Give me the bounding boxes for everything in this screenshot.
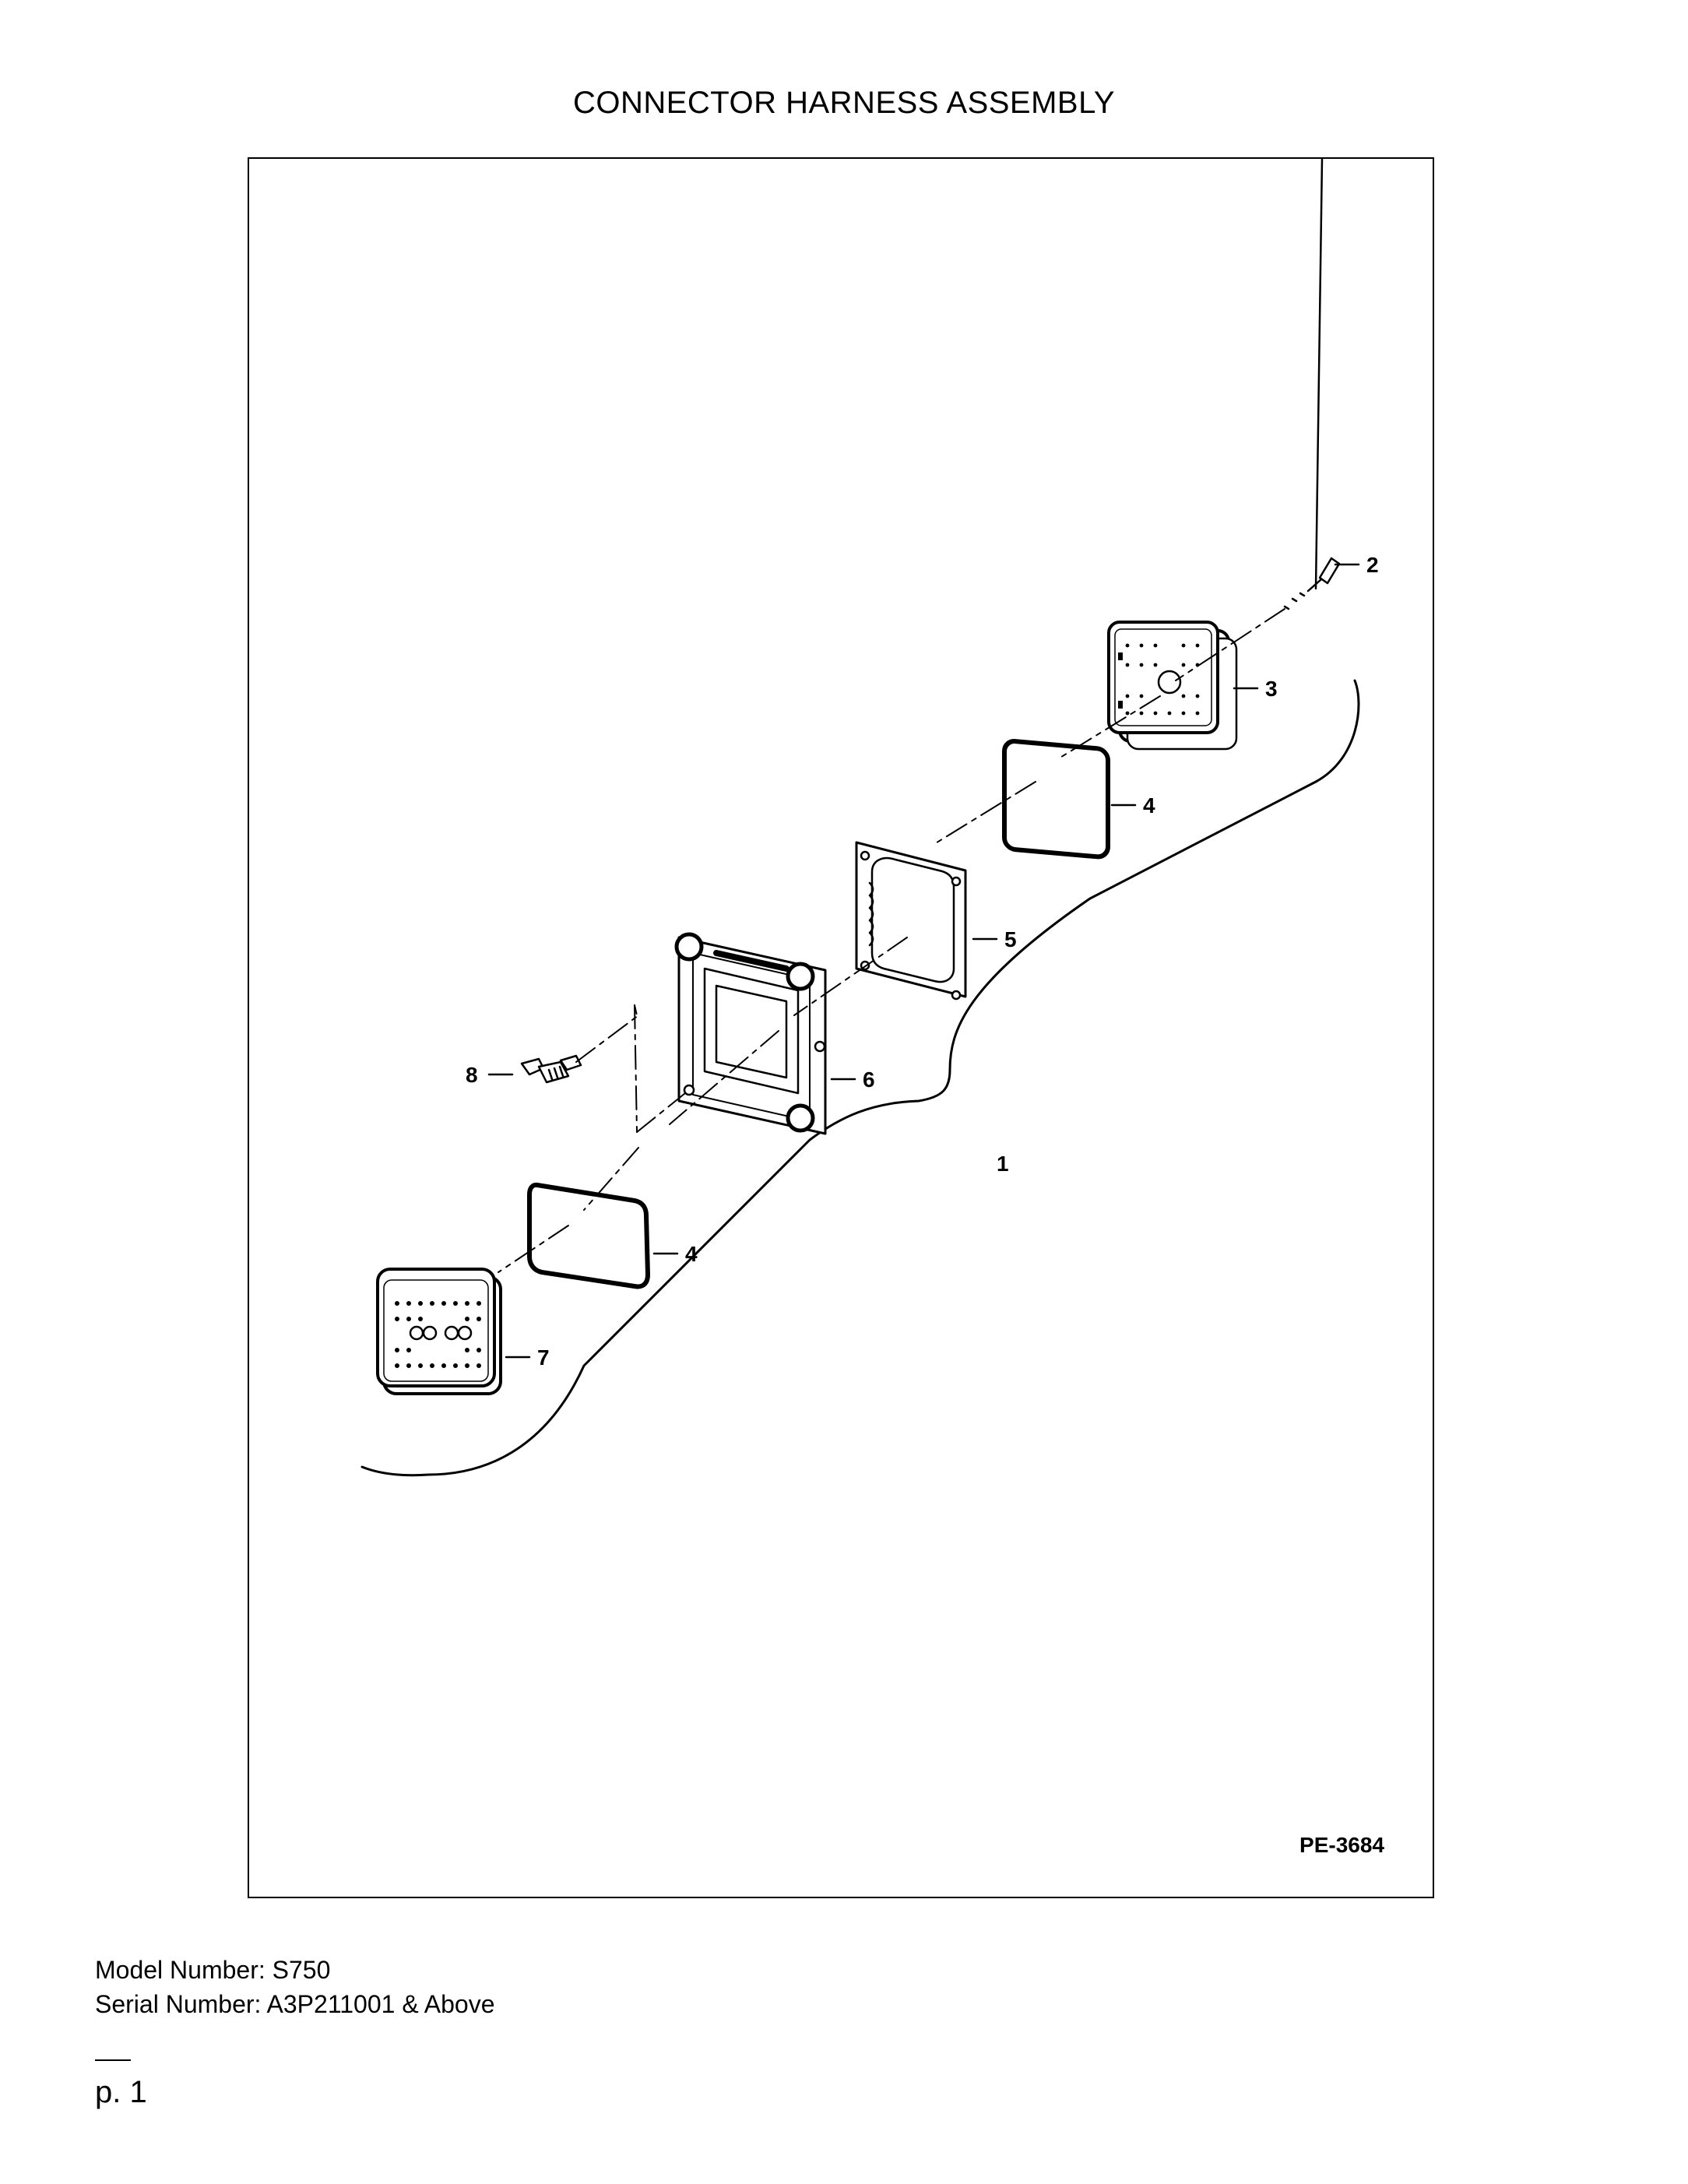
figure-frame: 1 2 3 4 5 6 8 4 7 PE-3684: [248, 157, 1434, 1898]
callout-8: 8: [466, 1063, 478, 1087]
clip-part: [520, 1054, 582, 1084]
figure-reference-code: PE-3684: [1299, 1833, 1384, 1857]
callout-1: 1: [997, 1152, 1009, 1176]
harness-bracket-line: [360, 679, 1360, 1477]
callout-6: 6: [863, 1067, 875, 1092]
gasket-part: [855, 841, 967, 1001]
page-number: p. 1: [95, 2075, 147, 2109]
callout-4-upper: 4: [1143, 793, 1155, 818]
page-title: CONNECTOR HARNESS ASSEMBLY: [572, 86, 1116, 120]
serial-number: Serial Number: A3P211001 & Above: [95, 1990, 495, 2018]
screw-part: [1283, 159, 1341, 610]
seal-upper-part: [1002, 739, 1110, 860]
callout-2: 2: [1366, 553, 1379, 577]
model-number: Model Number: S750: [95, 1956, 331, 1984]
seal-lower-part: [527, 1182, 650, 1289]
exploded-view-diagram: 1 2 3 4 5 6 8 4 7: [360, 159, 1379, 1477]
callout-5: 5: [1004, 927, 1017, 951]
connector-plug-lower-part: [376, 1268, 502, 1395]
callout-7: 7: [537, 1345, 550, 1370]
callout-3: 3: [1265, 677, 1278, 701]
connector-plug-part: [1107, 621, 1238, 751]
housing-frame-part: [674, 932, 827, 1135]
page-separator: [95, 2059, 131, 2061]
callout-4-lower: 4: [685, 1242, 698, 1266]
